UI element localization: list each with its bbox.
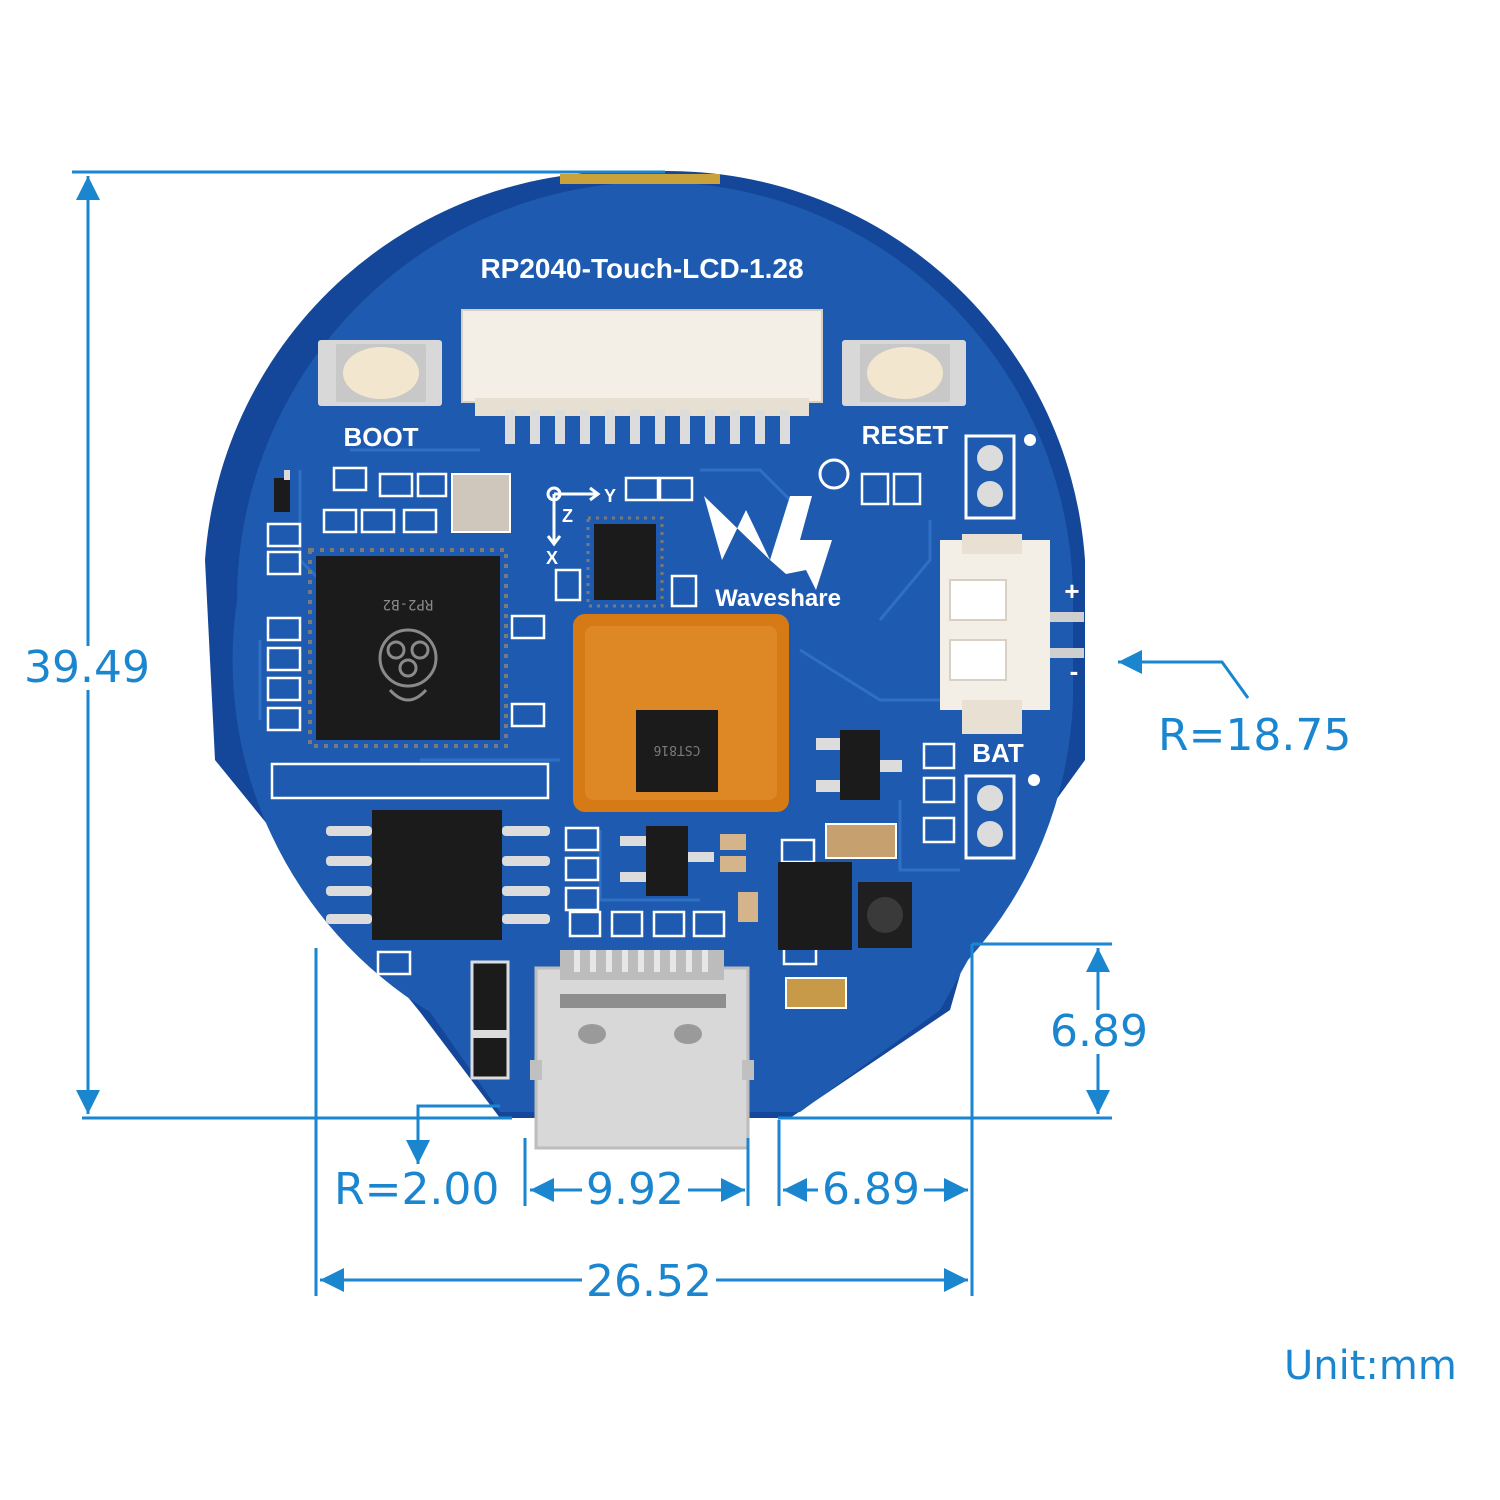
raspberry-logo xyxy=(378,628,438,702)
crystal xyxy=(451,473,511,533)
dim-right-width: 6.89 xyxy=(818,1168,924,1212)
dim-radius-outer: R=18.75 xyxy=(1154,714,1356,758)
charger-chip xyxy=(778,862,852,950)
flash-chip xyxy=(326,810,550,940)
edge-contacts xyxy=(560,174,720,184)
usb-c-connector[interactable] xyxy=(530,950,754,1150)
pad-row xyxy=(270,762,550,800)
battery-plus-mark: + xyxy=(1064,576,1079,606)
board-title: RP2040-Touch-LCD-1.28 xyxy=(480,253,803,284)
axis-y-label: Y xyxy=(604,486,616,506)
inductor xyxy=(858,882,912,948)
touch-chip-marking: CST816 xyxy=(654,742,701,757)
reset-label: RESET xyxy=(862,420,949,450)
axis-x-label: X xyxy=(546,548,558,568)
dim-corner-radius: R=2.00 xyxy=(330,1168,504,1212)
fpc-connector xyxy=(461,309,823,444)
transistor-left xyxy=(274,470,290,512)
dim-usb-width: 9.92 xyxy=(582,1168,688,1212)
smd-resistors xyxy=(720,823,897,1009)
dim-height: 39.49 xyxy=(20,646,154,690)
rp2040-marking: RP2-B2 xyxy=(383,596,434,612)
pcb-board: RP2040-Touch-LCD-1.28 BOOT RESET xyxy=(205,171,1085,1150)
passives xyxy=(266,466,956,976)
ldo-chip xyxy=(620,826,714,896)
touch-flex: CST816 xyxy=(573,614,789,812)
rp2040-chip: RP2-B2 xyxy=(308,548,508,748)
axis-z-label: Z xyxy=(562,506,573,526)
header-pins-bottom xyxy=(964,774,1040,860)
unit-label: Unit:mm xyxy=(1284,1343,1457,1389)
axis-marker xyxy=(546,486,601,547)
boot-label: BOOT xyxy=(343,422,418,452)
header-pins-top xyxy=(964,434,1036,520)
brand-label: Waveshare xyxy=(715,585,841,612)
battery-connector[interactable] xyxy=(940,534,1084,734)
reset-button[interactable] xyxy=(842,340,966,406)
dim-total-width: 26.52 xyxy=(582,1260,716,1304)
mosfet xyxy=(816,730,902,800)
dim-right-height: 6.89 xyxy=(1046,1010,1152,1054)
imu-chip xyxy=(586,516,664,608)
battery-minus-mark: - xyxy=(1070,656,1079,686)
bat-label: BAT xyxy=(972,738,1024,768)
waveshare-logo xyxy=(704,458,850,590)
diode xyxy=(470,960,510,1080)
boot-button[interactable] xyxy=(318,340,442,406)
